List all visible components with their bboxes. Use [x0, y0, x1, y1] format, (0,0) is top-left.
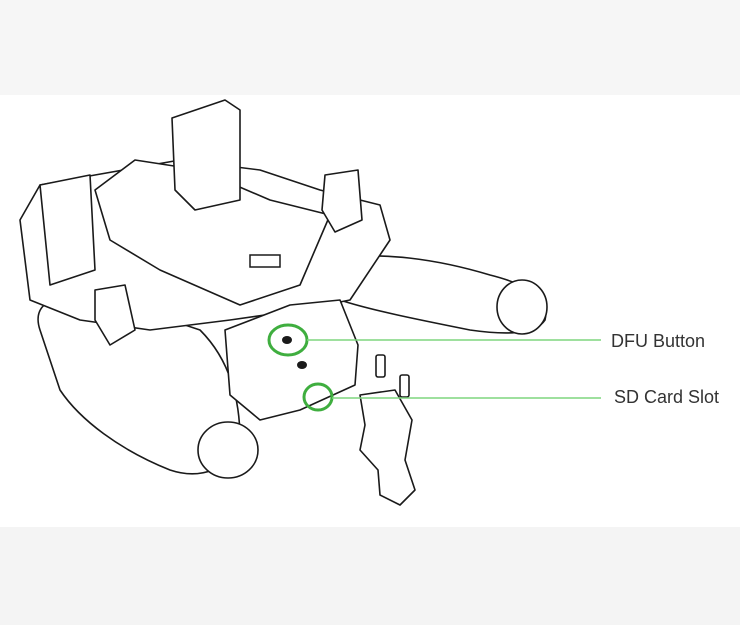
sd-card-slot-label: SD Card Slot	[614, 387, 720, 407]
sd-card-slot-circle	[302, 382, 334, 412]
dfu-button-label: DFU Button	[611, 331, 706, 351]
right-shoulder-block	[171, 99, 241, 211]
right-grip	[329, 255, 547, 334]
screw	[399, 374, 410, 398]
top-background-band	[0, 0, 740, 95]
mount-bracket	[359, 389, 416, 506]
screw	[375, 354, 386, 378]
left-shoulder-block	[39, 174, 96, 286]
top-plate	[94, 159, 331, 306]
left-trigger	[94, 284, 136, 346]
left-grip-cap	[197, 421, 259, 479]
right-trigger	[321, 169, 363, 233]
right-grip-cap	[496, 279, 548, 335]
rear-module	[224, 299, 359, 421]
bottom-background-band	[0, 527, 740, 625]
